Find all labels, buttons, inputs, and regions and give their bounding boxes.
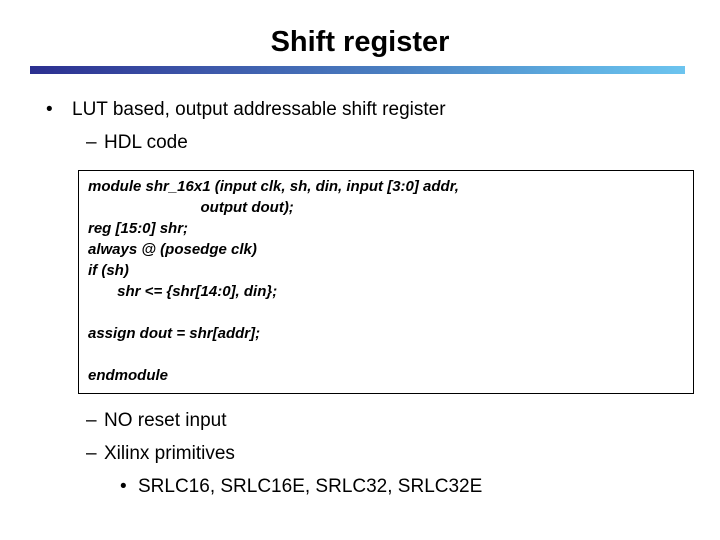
bullet-dash-marker: – — [86, 410, 97, 431]
bullet-dash-marker: – — [86, 132, 97, 153]
bullet-dot-marker: • — [120, 476, 127, 497]
bullet-hdl-code-label: HDL code — [104, 132, 188, 153]
code-line: reg [15:0] shr; — [88, 220, 189, 237]
bullet-xilinx-primitives-label: Xilinx primitives — [104, 443, 235, 464]
code-line: module shr_16x1 (input clk, sh, din, inp… — [88, 178, 459, 195]
code-line — [88, 344, 689, 365]
bullet-srlc-primitives-label: SRLC16, SRLC16E, SRLC32, SRLC32E — [138, 476, 483, 497]
hdl-code-box: module shr_16x1 (input clk, sh, din, inp… — [78, 170, 694, 394]
code-line — [88, 302, 689, 323]
code-line: always @ (posedge clk) — [88, 241, 257, 258]
bullet-no-reset-label: NO reset input — [104, 410, 227, 431]
bullet-lut-based: • LUT based, output addressable shift re… — [46, 98, 446, 122]
title-divider-gradient-bar — [30, 66, 685, 74]
bullet-dash-marker: – — [86, 443, 97, 464]
code-line: output dout); — [88, 199, 294, 216]
bullet-xilinx-primitives: – Xilinx primitives — [86, 442, 235, 466]
code-line: endmodule — [88, 367, 169, 384]
bullet-dot-marker: • — [46, 99, 53, 120]
code-line: shr <= {shr[14:0], din}; — [88, 283, 278, 300]
page-title: Shift register — [270, 26, 450, 58]
bullet-lut-based-label: LUT based, output addressable shift regi… — [72, 99, 446, 120]
bullet-hdl-code: – HDL code — [86, 131, 188, 155]
bullet-srlc-primitives: • SRLC16, SRLC16E, SRLC32, SRLC32E — [120, 475, 482, 499]
code-line: assign dout = shr[addr]; — [88, 325, 261, 342]
bullet-no-reset: – NO reset input — [86, 409, 227, 433]
code-line: if (sh) — [88, 262, 129, 279]
